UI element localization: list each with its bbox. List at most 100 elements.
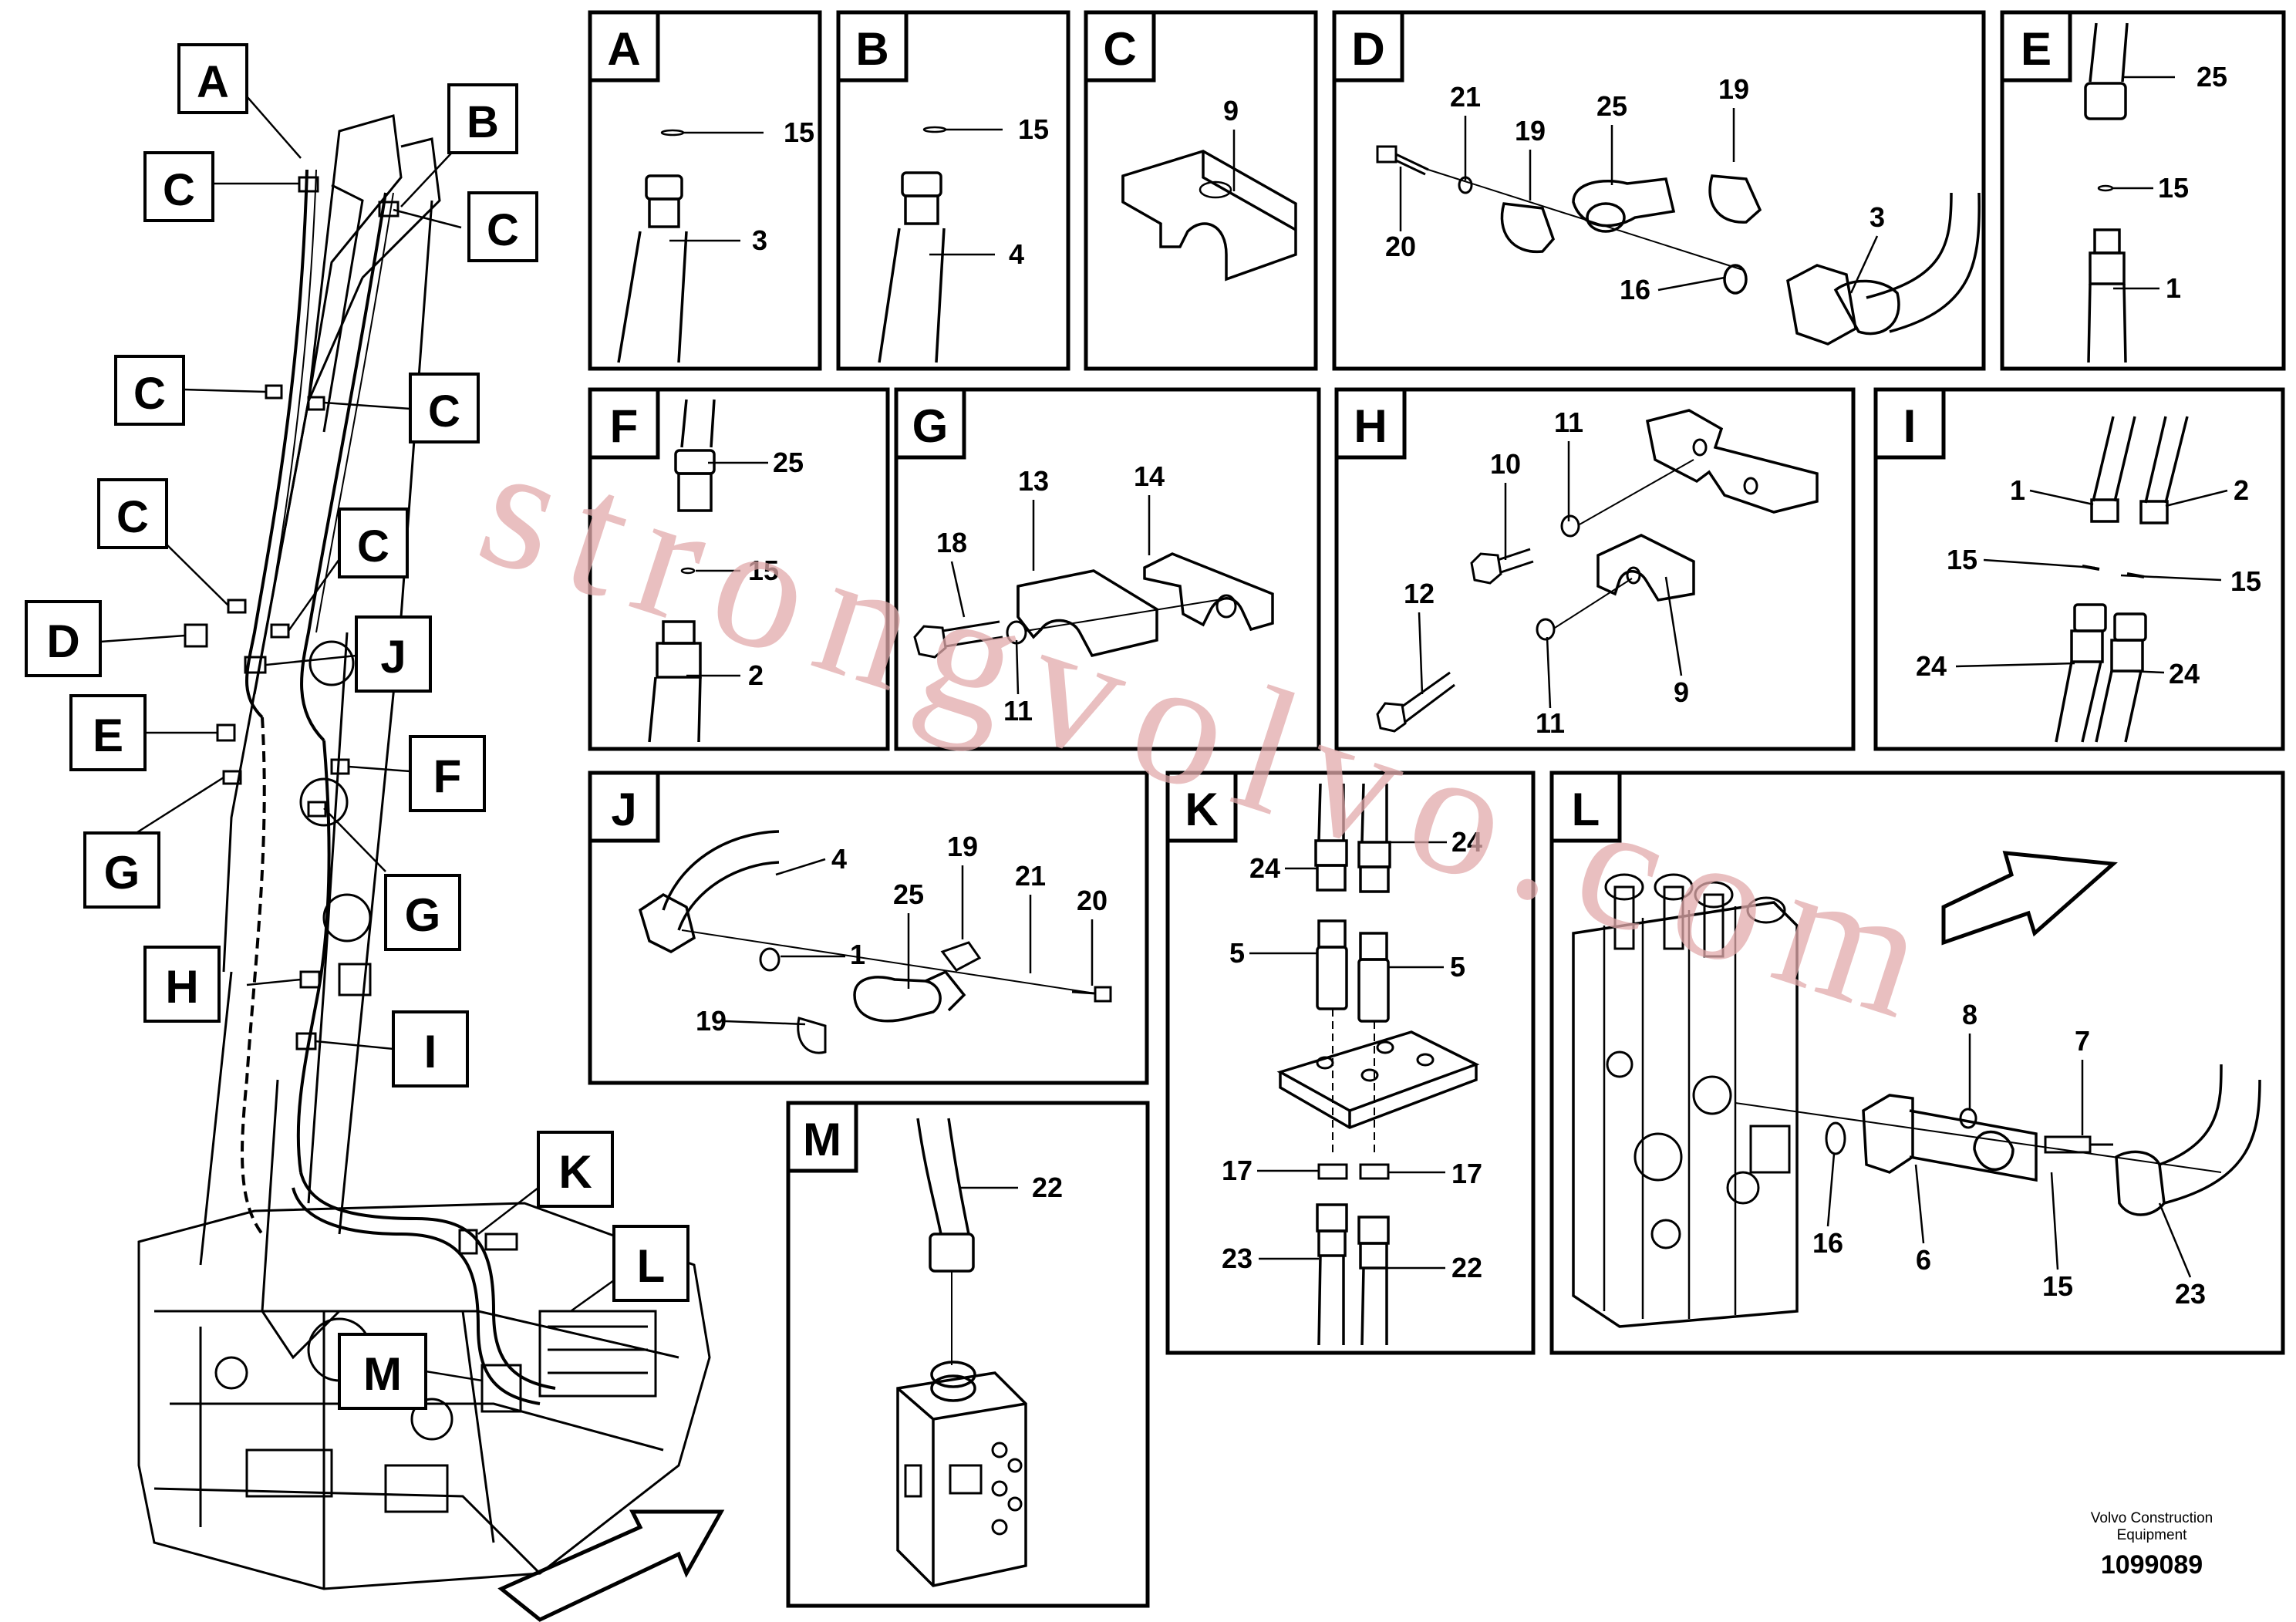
svg-text:16: 16 — [1812, 1227, 1843, 1259]
callout-e: E — [69, 694, 147, 771]
svg-text:19: 19 — [1515, 115, 1546, 147]
panel-c-title: C — [1103, 23, 1136, 75]
svg-text:4: 4 — [1009, 238, 1024, 270]
svg-text:10: 10 — [1490, 448, 1521, 480]
callout-a: A — [177, 43, 248, 114]
svg-text:9: 9 — [1674, 676, 1689, 708]
svg-text:1: 1 — [2166, 272, 2181, 304]
panel-l: L — [1549, 771, 2285, 1355]
svg-text:5: 5 — [1229, 937, 1245, 969]
svg-text:21: 21 — [1450, 81, 1481, 113]
panel-k: K 24 24 5 5 — [1165, 771, 1536, 1355]
panel-b-title: B — [855, 23, 888, 75]
callout-b-label: B — [467, 97, 499, 147]
panel-d: D 21 19 25 19 20 3 16 — [1332, 10, 1986, 371]
panel-l-title: L — [1572, 784, 1600, 835]
callout-g-1: G — [83, 831, 160, 909]
svg-text:5: 5 — [1450, 951, 1465, 983]
callout-h-label: H — [165, 961, 198, 1013]
svg-text:3: 3 — [1870, 201, 1885, 233]
svg-text:19: 19 — [1718, 73, 1749, 105]
callout-f-label: F — [433, 750, 462, 802]
svg-text:G: G — [405, 889, 441, 941]
svg-text:C: C — [357, 521, 389, 572]
panel-a: A 15 3 — [588, 10, 822, 371]
svg-text:23: 23 — [1222, 1243, 1253, 1274]
brand-caption: Volvo Construction Equipment — [2036, 1510, 2267, 1544]
panel-h: H 11 10 12 11 9 — [1334, 387, 1856, 751]
svg-text:13: 13 — [1018, 465, 1049, 497]
panel-d-title: D — [1351, 23, 1384, 75]
panel-m: M 22 — [786, 1101, 1150, 1608]
panel-a-title: A — [607, 23, 640, 75]
callout-h: H — [143, 946, 221, 1023]
svg-text:14: 14 — [1134, 460, 1165, 492]
panel-f: F 25 15 2 — [588, 387, 890, 751]
detail-panels: A 15 3 B 15 4 C — [588, 10, 2286, 1608]
panel-i: I 1 2 15 15 24 24 — [1873, 387, 2285, 751]
svg-text:C: C — [163, 165, 195, 215]
svg-text:15: 15 — [1947, 544, 1977, 575]
svg-text:21: 21 — [1015, 860, 1046, 892]
svg-text:G: G — [104, 847, 140, 899]
svg-text:C: C — [487, 205, 519, 255]
svg-text:12: 12 — [1404, 578, 1435, 609]
overview-callouts: A B C C C C C C D J E F G G H I K L M — [25, 43, 689, 1410]
svg-text:25: 25 — [773, 447, 804, 478]
svg-text:15: 15 — [784, 116, 814, 148]
panel-h-title: H — [1354, 400, 1387, 452]
callout-j: J — [355, 615, 432, 693]
svg-text:15: 15 — [748, 555, 779, 586]
svg-text:1: 1 — [2010, 474, 2025, 506]
panel-g-title: G — [912, 400, 949, 452]
svg-text:24: 24 — [1916, 650, 1947, 682]
svg-text:17: 17 — [1451, 1158, 1482, 1189]
svg-text:19: 19 — [947, 831, 978, 862]
svg-text:15: 15 — [2158, 172, 2189, 204]
callout-f: F — [409, 735, 486, 812]
svg-text:23: 23 — [2175, 1278, 2206, 1310]
svg-text:11: 11 — [1536, 707, 1565, 739]
svg-text:15: 15 — [2230, 565, 2261, 597]
svg-text:24: 24 — [1451, 826, 1482, 858]
callout-k-label: K — [558, 1146, 592, 1198]
svg-text:2: 2 — [748, 659, 764, 691]
panel-b: B 15 4 — [836, 10, 1070, 371]
svg-text:20: 20 — [1077, 885, 1108, 916]
callout-i-label: I — [424, 1026, 437, 1077]
callout-c-2: C — [467, 191, 538, 262]
svg-text:25: 25 — [893, 878, 924, 910]
svg-text:C: C — [133, 369, 166, 419]
panel-i-title: I — [1903, 400, 1917, 452]
panel-j: J 4 19 21 20 25 1 19 — [588, 771, 1149, 1085]
callout-k: K — [537, 1131, 614, 1208]
svg-text:C: C — [116, 492, 149, 542]
callout-b: B — [447, 83, 518, 154]
svg-text:24: 24 — [1249, 852, 1280, 884]
callout-j-label: J — [380, 631, 406, 683]
callout-m: M — [338, 1333, 427, 1410]
callout-g-2: G — [384, 874, 461, 951]
callout-e-label: E — [93, 710, 123, 761]
panel-g: G 13 14 18 11 — [894, 387, 1321, 751]
svg-text:18: 18 — [936, 527, 967, 558]
panel-m-title: M — [803, 1114, 841, 1165]
svg-text:8: 8 — [1962, 999, 1977, 1030]
svg-text:4: 4 — [831, 843, 847, 875]
svg-text:15: 15 — [2042, 1270, 2073, 1302]
overview-machine-drawing — [137, 114, 725, 1622]
svg-text:11: 11 — [1003, 695, 1033, 727]
panel-c: C 9 — [1084, 10, 1318, 371]
callout-i: I — [392, 1010, 469, 1088]
svg-text:25: 25 — [1596, 90, 1627, 122]
callout-c-1: C — [143, 151, 214, 222]
callout-c-5: C — [97, 478, 168, 549]
callout-c-4: C — [409, 373, 480, 443]
callout-l: L — [612, 1225, 689, 1302]
svg-text:1: 1 — [850, 939, 865, 970]
panel-f-title: F — [610, 400, 639, 452]
overview-leader-lines — [99, 96, 615, 1382]
callout-d: D — [25, 600, 102, 677]
svg-text:6: 6 — [1916, 1244, 1931, 1276]
